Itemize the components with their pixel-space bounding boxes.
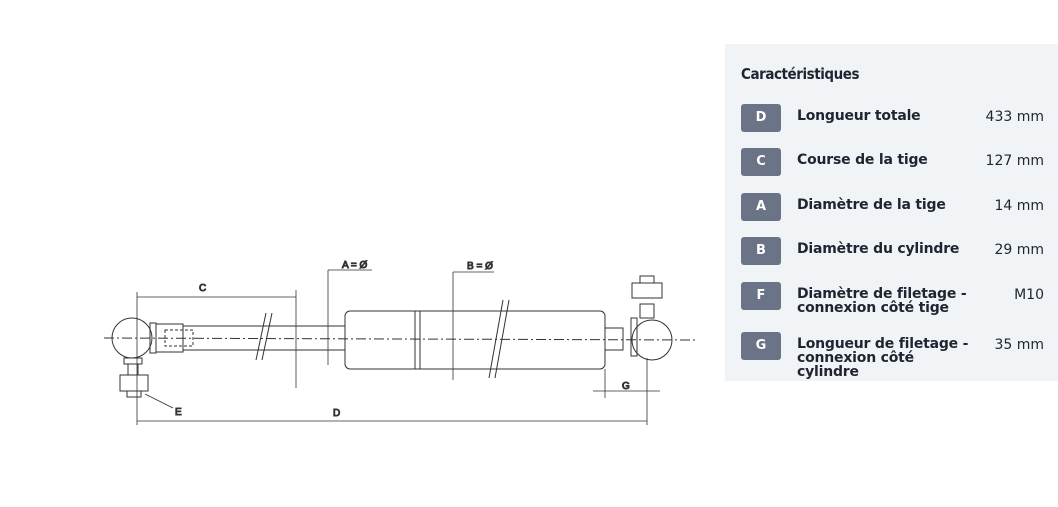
spec-code-badge: F <box>741 282 781 310</box>
left-ball-joint <box>111 317 157 398</box>
spec-code-badge: D <box>741 104 781 132</box>
dim-label-d: D <box>333 408 340 419</box>
spec-value: 35 mm <box>994 337 1044 353</box>
spec-value: 127 mm <box>985 153 1044 169</box>
spec-label: Diamètre de filetage - connexion côté ti… <box>797 286 967 316</box>
spec-code-badge: C <box>741 148 781 176</box>
spec-code-badge: B <box>741 237 781 265</box>
center-line <box>103 337 698 341</box>
spec-label: Course de la tige <box>797 152 928 168</box>
spec-value: 14 mm <box>994 198 1044 214</box>
dimension-lines <box>136 269 660 425</box>
dim-label-e: E <box>175 407 182 418</box>
dim-label-g: G <box>622 381 630 392</box>
specs-title: Caractéristiques <box>741 65 860 83</box>
spec-value: 29 mm <box>994 242 1044 258</box>
dim-label-c: C <box>199 283 206 294</box>
spec-label: Longueur de filetage - connexion côté cy… <box>797 336 969 380</box>
cylinder <box>344 299 606 379</box>
dim-label-a: A = Ø <box>342 260 368 271</box>
gas-spring-diagram: A = Ø B = Ø C D E G <box>103 260 698 425</box>
right-ball-joint <box>604 275 673 361</box>
spec-code-badge: A <box>741 193 781 221</box>
spec-label: Diamètre du cylindre <box>797 241 960 257</box>
spec-code-badge: G <box>741 332 781 360</box>
specs-panel: Caractéristiques D Longueur totale 433 m… <box>725 44 1058 381</box>
dim-label-b: B = Ø <box>467 261 493 272</box>
piston-rod <box>155 312 345 361</box>
spec-label: Longueur totale <box>797 108 921 124</box>
spec-value: 433 mm <box>985 109 1044 125</box>
spec-label: Diamètre de la tige <box>797 197 946 213</box>
spec-value: M10 <box>1014 287 1044 303</box>
